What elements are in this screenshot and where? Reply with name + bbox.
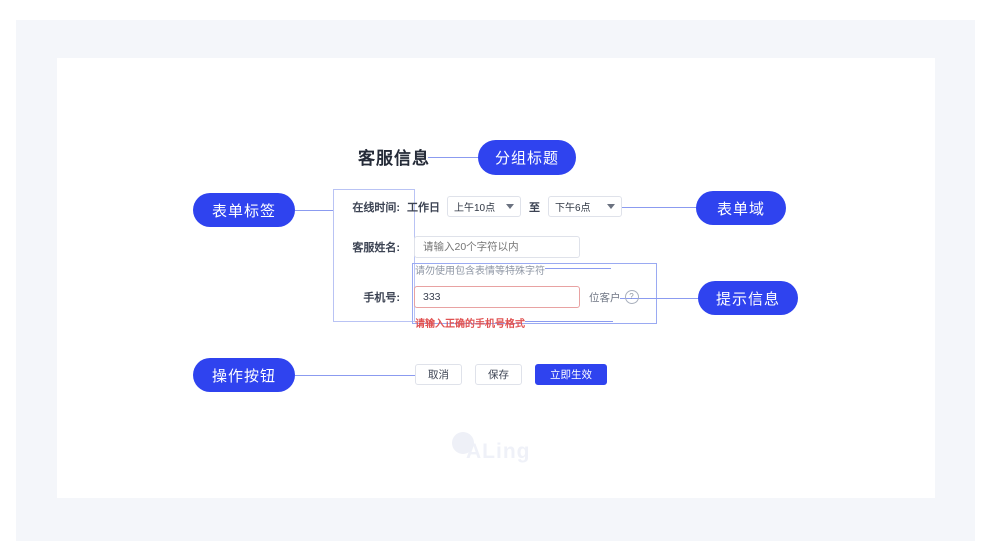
watermark-text: ALing xyxy=(466,440,531,463)
label-agent-name: 客服姓名: xyxy=(352,242,400,254)
annotation-form-field-text: 表单域 xyxy=(716,200,765,218)
apply-now-button[interactable]: 立即生效 xyxy=(535,364,607,385)
save-button[interactable]: 保存 xyxy=(475,364,522,385)
agent-name-helper-text: 请勿使用包含表情等特殊字符 xyxy=(415,266,545,277)
form-row-phone: 手机号: 位客户 ? xyxy=(333,286,639,308)
connector-actions xyxy=(295,375,415,376)
phone-suffix: 位客户 ? xyxy=(589,290,639,305)
question-circle-icon[interactable]: ? xyxy=(624,290,639,304)
chevron-down-icon xyxy=(506,204,514,209)
annotation-group-title[interactable]: 分组标题 xyxy=(478,140,576,175)
phone-input[interactable] xyxy=(414,286,580,308)
phone-error-text: 请输入正确的手机号格式 xyxy=(415,319,525,330)
annotation-action-buttons[interactable]: 操作按钮 xyxy=(193,358,295,392)
annotation-hint-info-text: 提示信息 xyxy=(715,290,780,308)
annotation-group-title-text: 分组标题 xyxy=(494,150,559,167)
watermark: ALing xyxy=(452,432,531,464)
connector-helper-hint xyxy=(545,268,611,269)
chevron-down-icon xyxy=(607,204,615,209)
text-weekday: 工作日 xyxy=(407,201,440,214)
select-start-time-value: 上午10点 xyxy=(454,203,496,214)
cancel-button[interactable]: 取消 xyxy=(415,364,462,385)
connector-form-label xyxy=(295,210,333,211)
phone-suffix-text: 位客户 xyxy=(589,291,621,304)
connector-group-title xyxy=(428,157,480,158)
annotation-action-buttons-text: 操作按钮 xyxy=(211,367,276,385)
form-row-agent-name: 客服姓名: xyxy=(333,236,580,258)
annotation-hint-info[interactable]: 提示信息 xyxy=(698,281,798,315)
text-time-separator: 至 xyxy=(529,201,540,214)
select-end-time[interactable]: 下午6点 xyxy=(548,196,622,217)
section-title: 客服信息 xyxy=(358,149,430,168)
select-end-time-value: 下午6点 xyxy=(555,203,591,214)
annotation-form-label[interactable]: 表单标签 xyxy=(193,193,295,227)
form-card xyxy=(57,58,935,498)
annotation-form-label-text: 表单标签 xyxy=(211,202,276,220)
select-start-time[interactable]: 上午10点 xyxy=(447,196,521,217)
connector-hint-pill xyxy=(655,298,700,299)
label-online-time: 在线时间: xyxy=(352,201,400,214)
agent-name-input[interactable] xyxy=(414,236,580,258)
connector-error-hint xyxy=(525,321,613,322)
watermark-dot xyxy=(452,432,474,454)
connector-form-field xyxy=(620,207,698,208)
annotation-form-field[interactable]: 表单域 xyxy=(696,191,786,225)
form-row-online-time: 在线时间: 工作日 上午10点 至 下午6点 xyxy=(333,196,622,217)
label-phone: 手机号: xyxy=(363,292,400,304)
hints-group-outline xyxy=(412,263,657,324)
action-button-bar: 取消 保存 立即生效 xyxy=(415,364,607,385)
